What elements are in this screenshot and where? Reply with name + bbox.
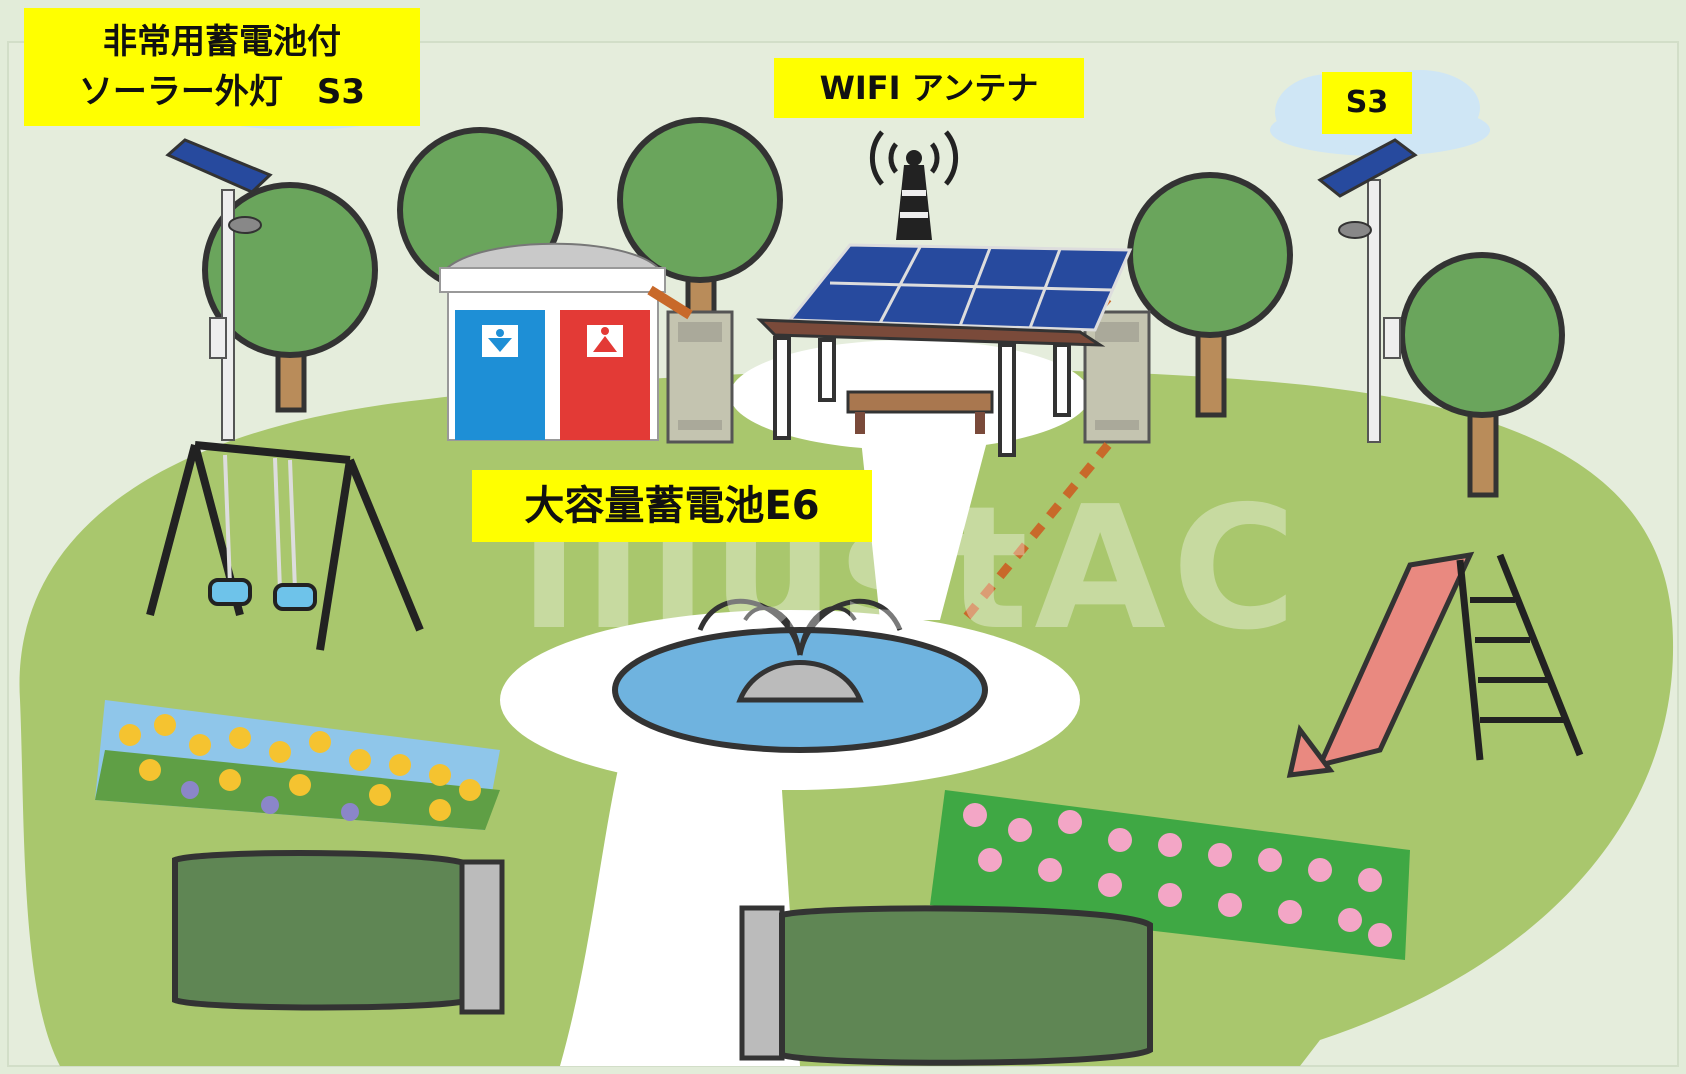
battery-cabinet-right-icon [1083,310,1151,444]
solar-light-label-line2: ソーラー外灯 S3 [78,72,366,112]
wifi-antenna-label: WIFI アンテナ [774,58,1084,118]
swing-set-icon [146,441,424,651]
cable-left [647,285,693,320]
solar-light-label: 非常用蓄電池付 ソーラー外灯 S3 [24,8,420,126]
wifi-antenna-icon [869,130,959,240]
hedge-right-icon [739,905,1153,1066]
flower-bed-yellow-icon [95,700,500,830]
battery-cabinet-left-icon [666,310,734,444]
battery-label: 大容量蓄電池E6 [472,470,872,542]
restroom-building-icon [439,242,666,441]
solar-panel-shelter-icon [756,243,1133,457]
s3-right-label: S3 [1322,72,1412,134]
tree-5-icon [1399,252,1565,498]
slide-icon [1286,551,1584,778]
solar-street-light-right-icon [1317,138,1418,443]
solar-light-label-line1: 非常用蓄電池付 [103,22,341,62]
tree-4-icon [1127,172,1293,418]
hedge-left-icon [172,850,505,1015]
tree-3-icon [617,117,783,333]
cable-dashed [956,442,1112,628]
fountain-icon [612,599,988,753]
solar-street-light-left-icon [165,138,273,441]
